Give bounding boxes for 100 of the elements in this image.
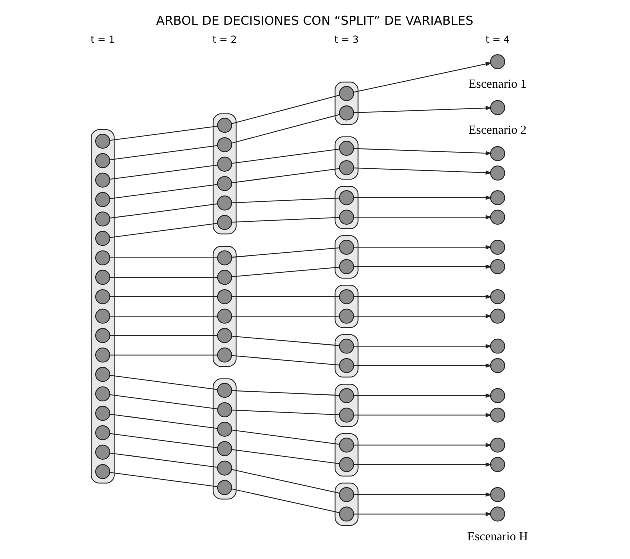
node-circle	[339, 388, 354, 404]
cluster	[334, 334, 359, 378]
node-circle	[490, 358, 506, 374]
cluster	[334, 285, 359, 328]
node-circle	[217, 460, 232, 476]
node-circle	[217, 156, 232, 172]
node-circle	[490, 408, 506, 423]
arrow	[354, 62, 492, 93]
cluster	[334, 482, 359, 526]
connector	[231, 114, 340, 144]
node-circle	[217, 441, 232, 456]
label: t = 1	[90, 35, 116, 46]
node-circle	[95, 172, 110, 188]
arrow	[354, 245, 492, 250]
connector	[232, 168, 340, 184]
node-circle	[339, 160, 354, 176]
node-circle	[339, 289, 354, 304]
connector	[110, 258, 218, 259]
connector	[232, 148, 340, 164]
node-circle	[339, 408, 354, 423]
node-circle	[95, 153, 110, 168]
node-circle	[95, 289, 110, 304]
node-circle	[217, 383, 232, 398]
node-circle	[490, 438, 506, 453]
node-circle	[490, 487, 506, 502]
node-circle	[95, 386, 110, 402]
arrow	[354, 314, 492, 319]
node-circle	[217, 480, 232, 496]
cluster	[212, 246, 237, 368]
arrow	[354, 512, 492, 516]
connector	[110, 375, 218, 390]
node-circle	[95, 367, 110, 382]
diagram-title: ARBOL DE DECISIONES CON “SPLIT” DE VARIABLES	[156, 14, 474, 28]
node-circle	[490, 166, 506, 181]
connector	[110, 164, 218, 180]
node-circle	[95, 134, 110, 149]
node-circle	[339, 259, 354, 274]
node-label: Escenario 1	[468, 77, 527, 92]
node-circle	[339, 240, 354, 255]
connector	[232, 449, 340, 464]
node-circle	[217, 196, 232, 211]
node-circle	[490, 210, 506, 225]
connector	[231, 94, 340, 124]
connector	[110, 335, 218, 336]
arrow	[354, 364, 492, 368]
node-circle	[490, 289, 506, 304]
cluster	[212, 114, 237, 235]
node-circle	[490, 506, 506, 522]
connector	[110, 433, 218, 449]
node-circle	[339, 457, 354, 472]
node-circle	[490, 388, 506, 404]
node-circle	[95, 328, 110, 344]
arrow	[354, 344, 492, 349]
node-circle	[217, 118, 232, 134]
cluster	[334, 136, 359, 180]
arrow	[354, 215, 492, 220]
connector	[232, 296, 340, 298]
node-circle	[217, 250, 232, 266]
connector	[110, 354, 218, 356]
node-circle	[490, 308, 506, 324]
connector	[232, 390, 340, 396]
node-circle	[339, 308, 354, 324]
node-circle	[217, 308, 232, 324]
connector	[110, 204, 218, 219]
connector	[232, 355, 340, 366]
node-circle	[339, 86, 354, 102]
arrow	[354, 148, 492, 156]
cluster	[334, 186, 359, 230]
node-circle	[490, 54, 506, 70]
node-circle	[95, 308, 110, 324]
node-circle	[217, 176, 232, 192]
connector	[232, 248, 340, 258]
node-circle	[339, 106, 354, 121]
node-circle	[339, 190, 354, 206]
connector	[231, 488, 340, 514]
arrow	[354, 294, 492, 300]
arrow	[354, 168, 492, 176]
node-circle	[217, 137, 232, 152]
connector	[232, 430, 340, 445]
label: t = 2	[212, 35, 238, 46]
node-circle	[95, 444, 110, 460]
cluster	[91, 130, 115, 484]
node-circle	[95, 231, 110, 246]
node-circle	[217, 402, 232, 418]
node-circle	[217, 422, 232, 437]
node-label: Escenario 2	[468, 123, 527, 138]
node-circle	[490, 146, 506, 162]
node-circle	[217, 270, 232, 286]
connector	[110, 316, 218, 317]
node-circle	[490, 457, 506, 472]
connector	[110, 145, 218, 160]
arrow	[354, 492, 492, 498]
cluster	[334, 433, 359, 477]
node-circle	[95, 192, 110, 208]
connector	[110, 184, 218, 200]
node-circle	[490, 259, 506, 274]
cluster	[334, 384, 359, 428]
node-circle	[339, 438, 354, 453]
connector	[231, 469, 340, 494]
arrow	[354, 106, 492, 114]
